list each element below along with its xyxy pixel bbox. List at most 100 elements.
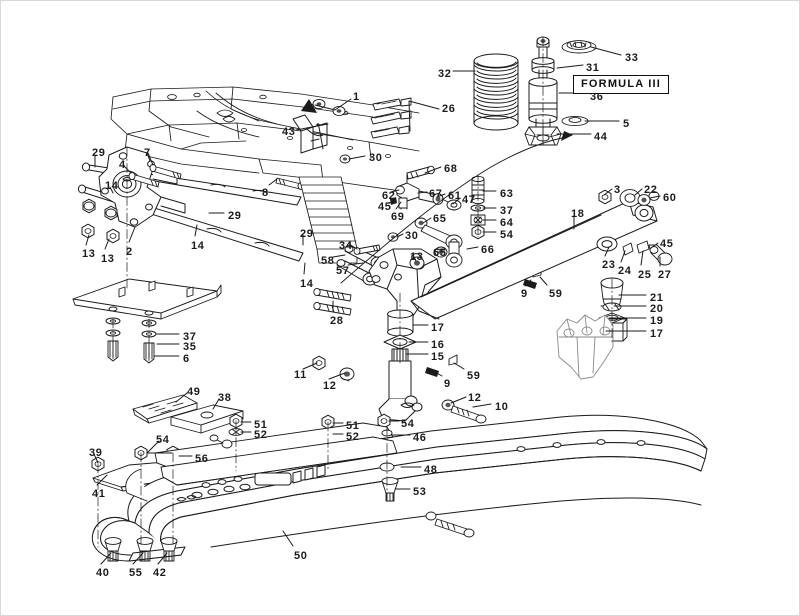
callout-label-51: 51	[346, 420, 360, 432]
leader-line-12	[328, 372, 346, 380]
leader-line-13	[104, 238, 110, 250]
callout-label-62: 62	[382, 190, 396, 202]
callout-label-29: 29	[92, 147, 106, 159]
callout-label-65: 65	[433, 247, 447, 259]
callout-label-45: 45	[660, 238, 674, 250]
callout-label-38: 38	[218, 392, 232, 404]
leader-line-47	[452, 197, 461, 205]
callout-label-26: 26	[442, 103, 456, 115]
callout-label-2: 2	[126, 246, 133, 258]
callout-label-29: 29	[300, 228, 314, 240]
formula-iii-badge: FORMULA III	[573, 75, 670, 94]
callout-label-4: 4	[119, 159, 126, 171]
callout-label-31: 31	[586, 62, 600, 74]
steering-post-assembly	[378, 309, 423, 422]
callout-label-13: 13	[82, 248, 96, 260]
leader-line-33	[590, 46, 622, 56]
callout-label-69: 69	[391, 211, 405, 223]
leader-line-65	[422, 217, 432, 224]
part-2-pivot-plate	[98, 146, 186, 228]
part-66-link	[414, 217, 463, 268]
callout-label-40: 40	[96, 567, 110, 579]
callout-label-13: 13	[101, 253, 115, 265]
callout-label-59: 59	[467, 370, 481, 382]
callout-label-19: 19	[650, 315, 664, 327]
callout-label-53: 53	[413, 486, 427, 498]
callout-label-12: 12	[468, 392, 482, 404]
callout-label-37: 37	[183, 331, 197, 343]
leader-line-59	[453, 362, 465, 370]
leader-line-50	[282, 530, 294, 547]
callout-leader-lines	[85, 46, 661, 565]
spindle-knuckle	[368, 248, 442, 320]
leader-line-69	[395, 201, 402, 210]
callout-label-54: 54	[156, 434, 170, 446]
callout-label-41: 41	[92, 488, 106, 500]
leader-line-31	[556, 64, 584, 69]
leader-line-42	[157, 552, 168, 565]
leader-line-13	[85, 234, 90, 246]
part-13-bushing-stack	[81, 198, 120, 244]
leader-line-66	[466, 246, 479, 250]
callout-label-7: 7	[144, 147, 151, 159]
callout-label-18: 18	[571, 208, 585, 220]
lower-bracket-group	[72, 278, 222, 364]
part-26-bolts	[370, 97, 412, 139]
callout-label-29: 29	[228, 210, 242, 222]
steering-detail-cluster	[390, 165, 462, 211]
leader-line-8	[268, 178, 278, 186]
callout-label-68: 68	[444, 163, 458, 175]
leader-line-23	[604, 246, 610, 257]
callout-label-60: 60	[663, 192, 677, 204]
leader-line-54	[146, 440, 173, 454]
leader-line-13	[412, 254, 417, 262]
callout-label-23: 23	[602, 259, 616, 271]
callout-label-21: 21	[650, 292, 664, 304]
part-11-12-links	[312, 355, 355, 382]
part-32-coil-spring	[473, 53, 519, 131]
leader-line-10	[472, 403, 492, 408]
callout-label-30: 30	[369, 152, 383, 164]
callout-label-67: 67	[429, 188, 443, 200]
callout-label-17: 17	[650, 328, 664, 340]
leader-line-11	[302, 362, 318, 370]
leader-line-61	[436, 193, 446, 198]
callout-label-64: 64	[500, 217, 514, 229]
leader-line-12	[450, 396, 467, 404]
callout-label-27: 27	[658, 269, 672, 281]
leader-line-58	[332, 254, 346, 258]
leader-line-67	[417, 191, 428, 194]
leader-line-14	[194, 224, 198, 237]
callout-label-46: 46	[413, 432, 427, 444]
callout-label-43: 43	[282, 126, 296, 138]
callout-label-34: 34	[339, 240, 353, 252]
callout-label-48: 48	[424, 464, 438, 476]
tie-rod-end-group	[622, 240, 673, 266]
callout-label-32: 32	[438, 68, 452, 80]
callout-label-33: 33	[625, 52, 639, 64]
callout-label-55: 55	[129, 567, 143, 579]
part-9-59-center	[425, 354, 458, 377]
part-28-bolts	[313, 287, 352, 316]
callout-label-8: 8	[262, 187, 269, 199]
callout-label-39: 39	[89, 447, 103, 459]
part-4-bolt	[128, 171, 160, 188]
leader-line-34	[348, 243, 358, 250]
callout-label-37: 37	[500, 205, 514, 217]
callout-label-28: 28	[330, 315, 344, 327]
callout-label-54: 54	[500, 229, 514, 241]
callout-label-58: 58	[321, 255, 335, 267]
part-18-control-arm	[410, 200, 658, 320]
leader-line-62	[390, 189, 400, 193]
callout-label-9: 9	[521, 288, 528, 300]
part-49-plate	[132, 394, 198, 424]
bottom-pin	[425, 511, 475, 538]
leader-line-57	[347, 262, 364, 266]
callout-label-51: 51	[254, 419, 268, 431]
callout-label-17: 17	[431, 322, 445, 334]
leader-line-9	[524, 279, 532, 287]
callout-label-14: 14	[300, 278, 314, 290]
callout-label-66: 66	[481, 244, 495, 256]
